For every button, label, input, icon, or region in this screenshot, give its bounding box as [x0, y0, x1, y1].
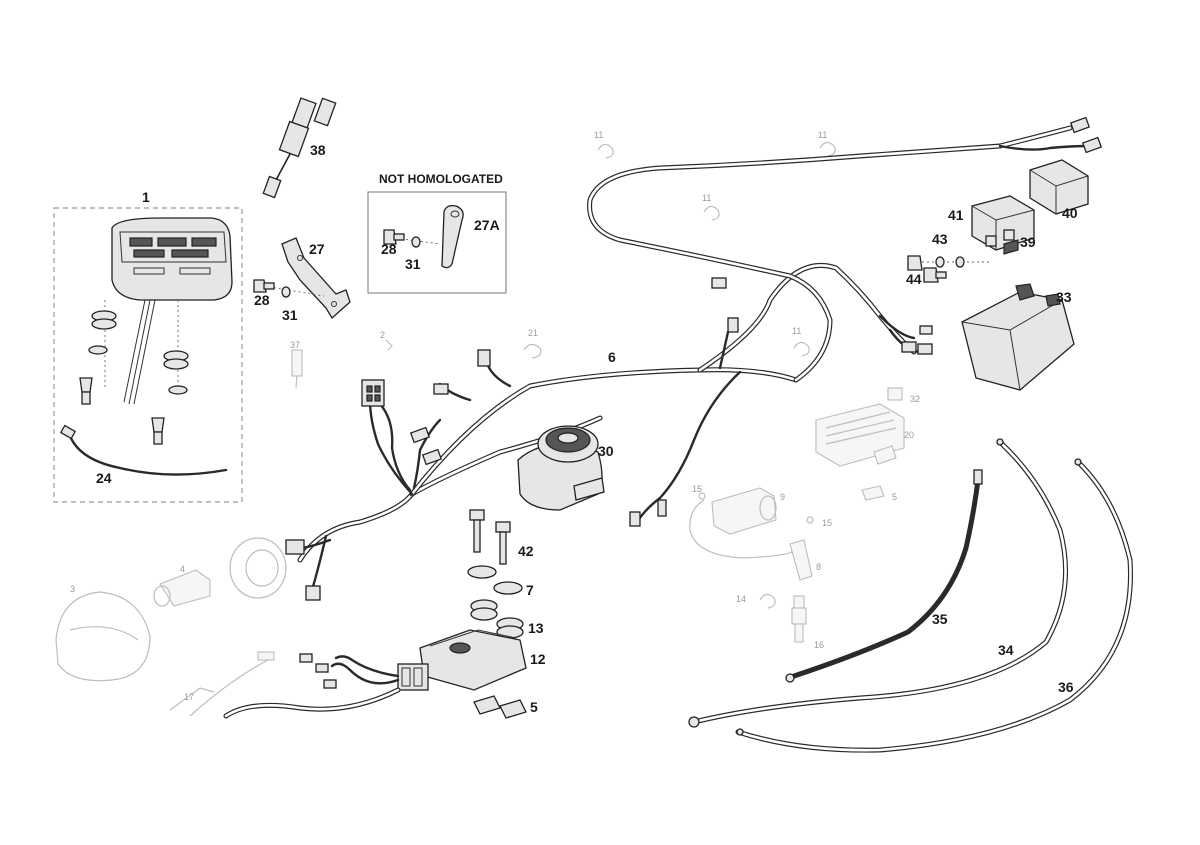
faint-label-21: 21: [528, 328, 538, 338]
faint-label-9: 9: [780, 492, 785, 502]
starter-relay-39: [971, 195, 1035, 255]
callout-12: 12: [530, 651, 546, 667]
faint-label-5: 5: [892, 492, 897, 502]
faint-small-parts-2-37: [291, 339, 393, 389]
faint-label-2: 2: [380, 330, 385, 340]
callout-40: 40: [1062, 205, 1078, 221]
ground-cable-36: [735, 458, 1133, 753]
faint-spark-plug-16: [759, 593, 807, 643]
not-homologated-frame: [367, 191, 507, 294]
faint-ignition-coil-9: [689, 487, 814, 581]
ecu-washers-7: [467, 565, 523, 595]
faint-label-11-a: 11: [594, 130, 603, 140]
callout-24: 24: [96, 470, 112, 486]
faint-label-15-b: 15: [822, 518, 832, 528]
callout-38: 38: [310, 142, 326, 158]
dashboard-grommets: [79, 300, 189, 445]
callout-33: 33: [1056, 289, 1072, 305]
ecu-clips-5: [473, 695, 527, 719]
not-homologated-note: NOT HOMOLOGATED: [379, 172, 503, 186]
screw-28-washer-31: [253, 279, 325, 298]
bracket-27A: [383, 204, 464, 269]
faint-label-16: 16: [814, 640, 824, 650]
callout-13: 13: [528, 620, 544, 636]
callout-27: 27: [309, 241, 325, 257]
faint-label-11-b: 11: [818, 130, 827, 140]
ecu-wires: [223, 653, 401, 719]
callout-43: 43: [932, 231, 948, 247]
callout-31-box: 31: [405, 256, 421, 272]
dashboard-cable-24: [59, 424, 228, 476]
faint-label-37: 37: [290, 340, 300, 350]
callout-35: 35: [932, 611, 948, 627]
callout-41: 41: [948, 207, 964, 223]
relay-screws-43-44: [907, 255, 990, 283]
faint-label-4: 4: [180, 564, 185, 574]
callout-28-left: 28: [254, 292, 270, 308]
faint-label-11-d: 11: [792, 326, 801, 336]
callout-42: 42: [518, 543, 534, 559]
fuse-box-40: [1029, 159, 1089, 215]
faint-label-11-c: 11: [702, 193, 711, 203]
faint-clip-5: [861, 485, 885, 501]
main-wiring-harness: [285, 116, 1103, 601]
callout-30: 30: [598, 443, 614, 459]
faint-regulator-20: [815, 387, 905, 467]
callout-6: 6: [608, 349, 616, 365]
faint-clips-11: [523, 141, 836, 359]
battery-cable-35: [785, 469, 983, 683]
callout-39: 39: [1020, 234, 1036, 250]
callout-44: 44: [906, 271, 922, 287]
dashboard-instrument: [111, 217, 233, 405]
callout-31-left: 31: [282, 307, 298, 323]
callout-1: 1: [142, 189, 150, 205]
faint-label-17: 17: [184, 692, 194, 702]
faint-label-3: 3: [70, 584, 75, 594]
faint-label-15-a: 15: [692, 484, 702, 494]
callout-36: 36: [1058, 679, 1074, 695]
faint-label-14: 14: [736, 594, 746, 604]
callout-28-box: 28: [381, 241, 397, 257]
callout-5: 5: [530, 699, 538, 715]
horn: [517, 425, 605, 511]
faint-label-32: 32: [910, 394, 920, 404]
callout-34: 34: [998, 642, 1014, 658]
bracket-27: [281, 237, 351, 320]
faint-headlight-3-4: [55, 537, 287, 717]
key-switch: [262, 97, 337, 199]
callout-27A: 27A: [474, 217, 500, 233]
faint-label-20: 20: [904, 430, 914, 440]
battery-33: [961, 283, 1075, 391]
ecu-bolts-42: [469, 509, 511, 565]
callout-7: 7: [526, 582, 534, 598]
ecu-unit-12: [397, 629, 527, 691]
faint-label-8: 8: [816, 562, 821, 572]
ground-cable-34: [688, 438, 1069, 728]
dashboard-group-frame: [53, 207, 243, 503]
